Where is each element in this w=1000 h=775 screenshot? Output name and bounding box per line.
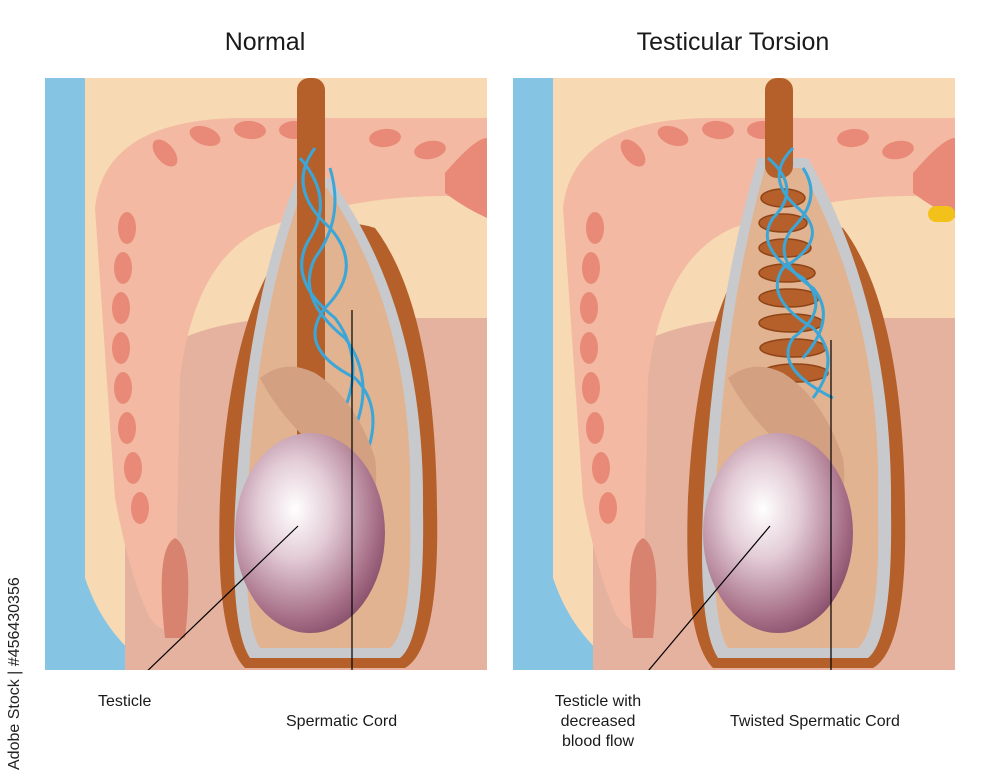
- label-line-2: decreased: [560, 713, 636, 730]
- panel-testicular-torsion: [513, 78, 955, 670]
- normal-anatomy-illustration: [45, 78, 487, 670]
- urethra-ridges: [580, 120, 914, 524]
- title-testicular-torsion: Testicular Torsion: [636, 28, 830, 56]
- label-spermatic-cord: Spermatic Cord: [286, 713, 398, 730]
- cord-core: [765, 78, 793, 178]
- torsion-anatomy-illustration: [513, 78, 955, 670]
- urethra-ridges: [112, 120, 446, 524]
- stock-id-text: Adobe Stock | #456430356: [6, 577, 23, 770]
- glans-tip: [629, 538, 657, 638]
- label-line-1: Testicle with: [554, 693, 642, 710]
- penis-shaft: [95, 118, 487, 630]
- yellow-marker: [928, 206, 955, 222]
- testicle: [235, 433, 385, 633]
- stock-id-watermark: Adobe Stock | #456430356: [6, 530, 26, 770]
- inner-organ: [913, 138, 955, 218]
- label-testicle-decreased-flow: Testicle with decreased blood flow: [548, 692, 648, 752]
- title-normal: Normal: [224, 28, 306, 56]
- penis-shaft: [563, 118, 955, 630]
- inner-organ: [445, 138, 487, 218]
- label-twisted-spermatic-cord: Twisted Spermatic Cord: [730, 713, 900, 730]
- panel-normal: [45, 78, 487, 670]
- label-line-3: blood flow: [561, 733, 635, 750]
- blood-vessels: [765, 146, 834, 400]
- glans-tip: [161, 538, 189, 638]
- testicle: [703, 433, 853, 633]
- label-testicle: Testicle: [98, 693, 152, 710]
